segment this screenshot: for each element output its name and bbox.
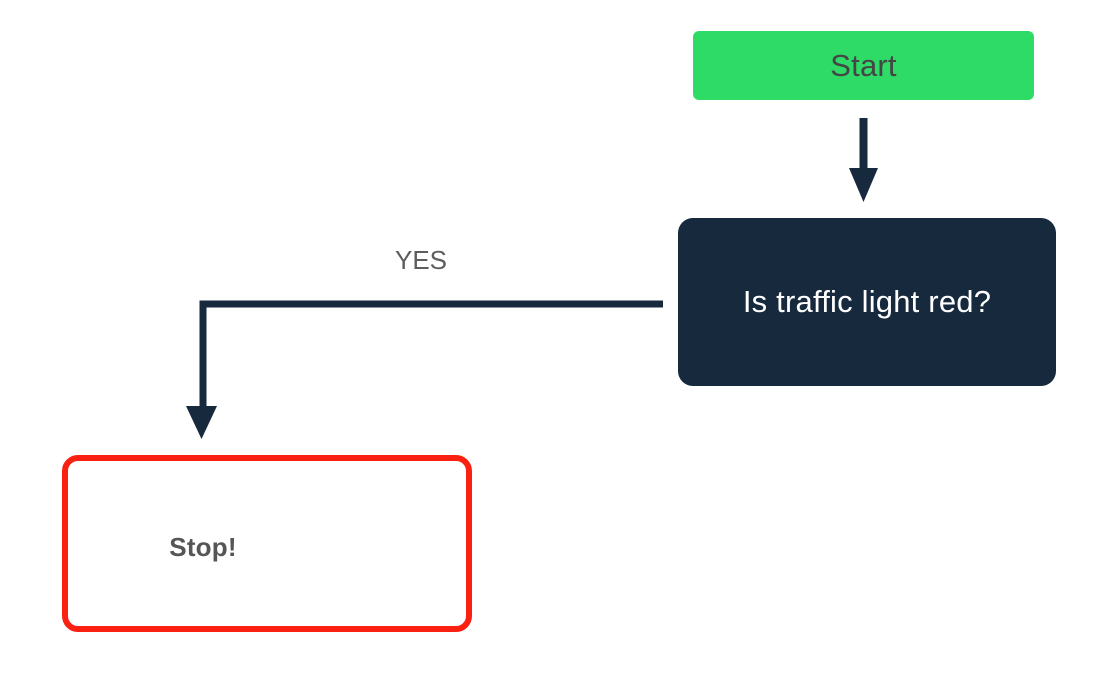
arrowhead-down-icon	[849, 168, 878, 202]
edge-label-yes: YES	[395, 245, 448, 275]
flow-node-stop-label: Stop!	[169, 532, 237, 562]
flow-node-start-label: Start	[830, 47, 897, 83]
flow-node-decision-label: Is traffic light red?	[742, 284, 992, 319]
edge-start-to-decision	[849, 118, 878, 202]
edge-decision-to-stop	[186, 300, 663, 439]
flow-node-decision[interactable]: Is traffic light red?	[678, 218, 1056, 386]
arrowhead-down-icon	[186, 406, 217, 439]
flow-node-start[interactable]: Start	[693, 31, 1034, 100]
flow-node-stop[interactable]: Stop!	[62, 455, 472, 632]
edge-decision-to-stop-line	[199, 300, 663, 410]
